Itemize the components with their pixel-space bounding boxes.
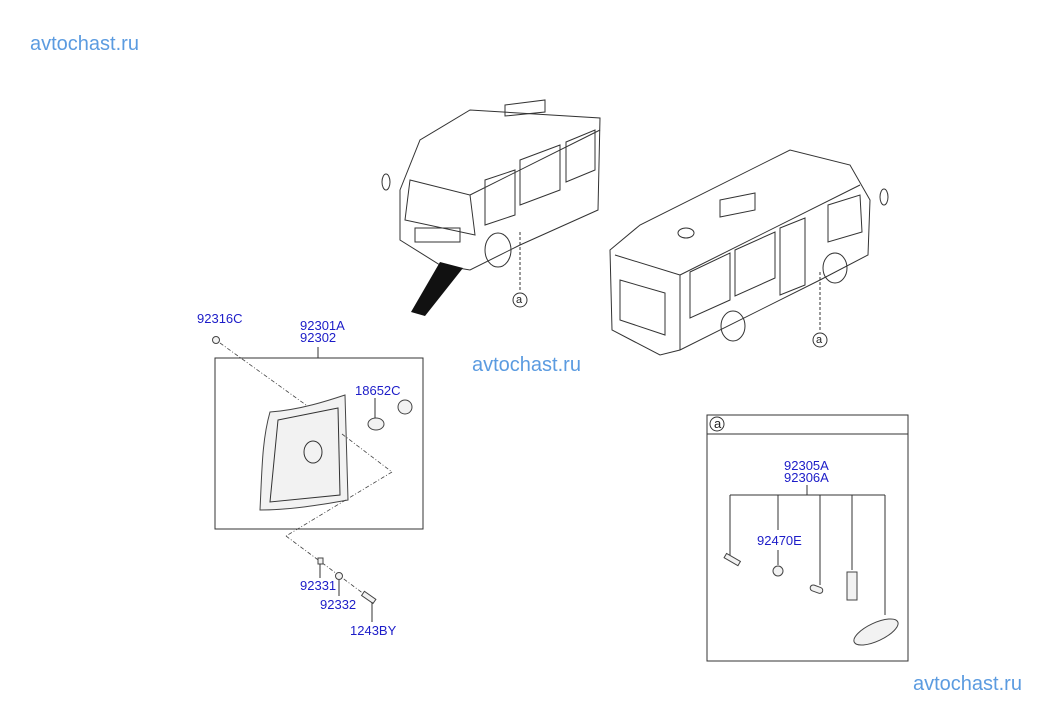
callout-marker: a <box>816 334 823 346</box>
bus-rear-view <box>609 149 889 356</box>
part-label[interactable]: 92316C <box>197 311 243 326</box>
detail-a-frame <box>706 414 909 662</box>
part-label[interactable]: 92331 <box>300 578 337 593</box>
part-label[interactable]: 92301A <box>300 318 345 333</box>
callout-marker: a <box>714 416 722 431</box>
part-label[interactable]: 92470E <box>757 533 802 548</box>
watermark: avtochast.ru <box>472 354 581 376</box>
bulb <box>367 417 385 431</box>
part-label[interactable]: 92306A <box>784 470 829 485</box>
part-label[interactable]: 92305A <box>784 458 829 473</box>
part-label[interactable]: 92302 <box>300 330 337 345</box>
part-label[interactable]: 1243BY <box>350 623 397 638</box>
grommet <box>772 565 784 577</box>
nut <box>212 336 220 344</box>
lamp-assembly-frame <box>214 357 424 530</box>
callout-circle-a <box>812 332 828 348</box>
callout-marker: a <box>516 294 523 306</box>
bulb <box>809 584 824 594</box>
side-marker-lens <box>853 618 899 646</box>
part-label[interactable]: 92332 <box>320 597 357 612</box>
part-label[interactable]: 18652C <box>355 383 401 398</box>
callout-circle-a <box>512 292 528 308</box>
bracket <box>846 571 858 601</box>
grommet <box>317 557 324 565</box>
nut <box>335 572 343 580</box>
screw <box>360 590 377 605</box>
pointer-arrow <box>411 262 463 316</box>
socket <box>397 399 413 415</box>
screw <box>723 552 742 567</box>
watermark: avtochast.ru <box>913 673 1022 695</box>
watermark: avtochast.ru <box>30 33 139 55</box>
bus-front-view <box>381 99 601 316</box>
